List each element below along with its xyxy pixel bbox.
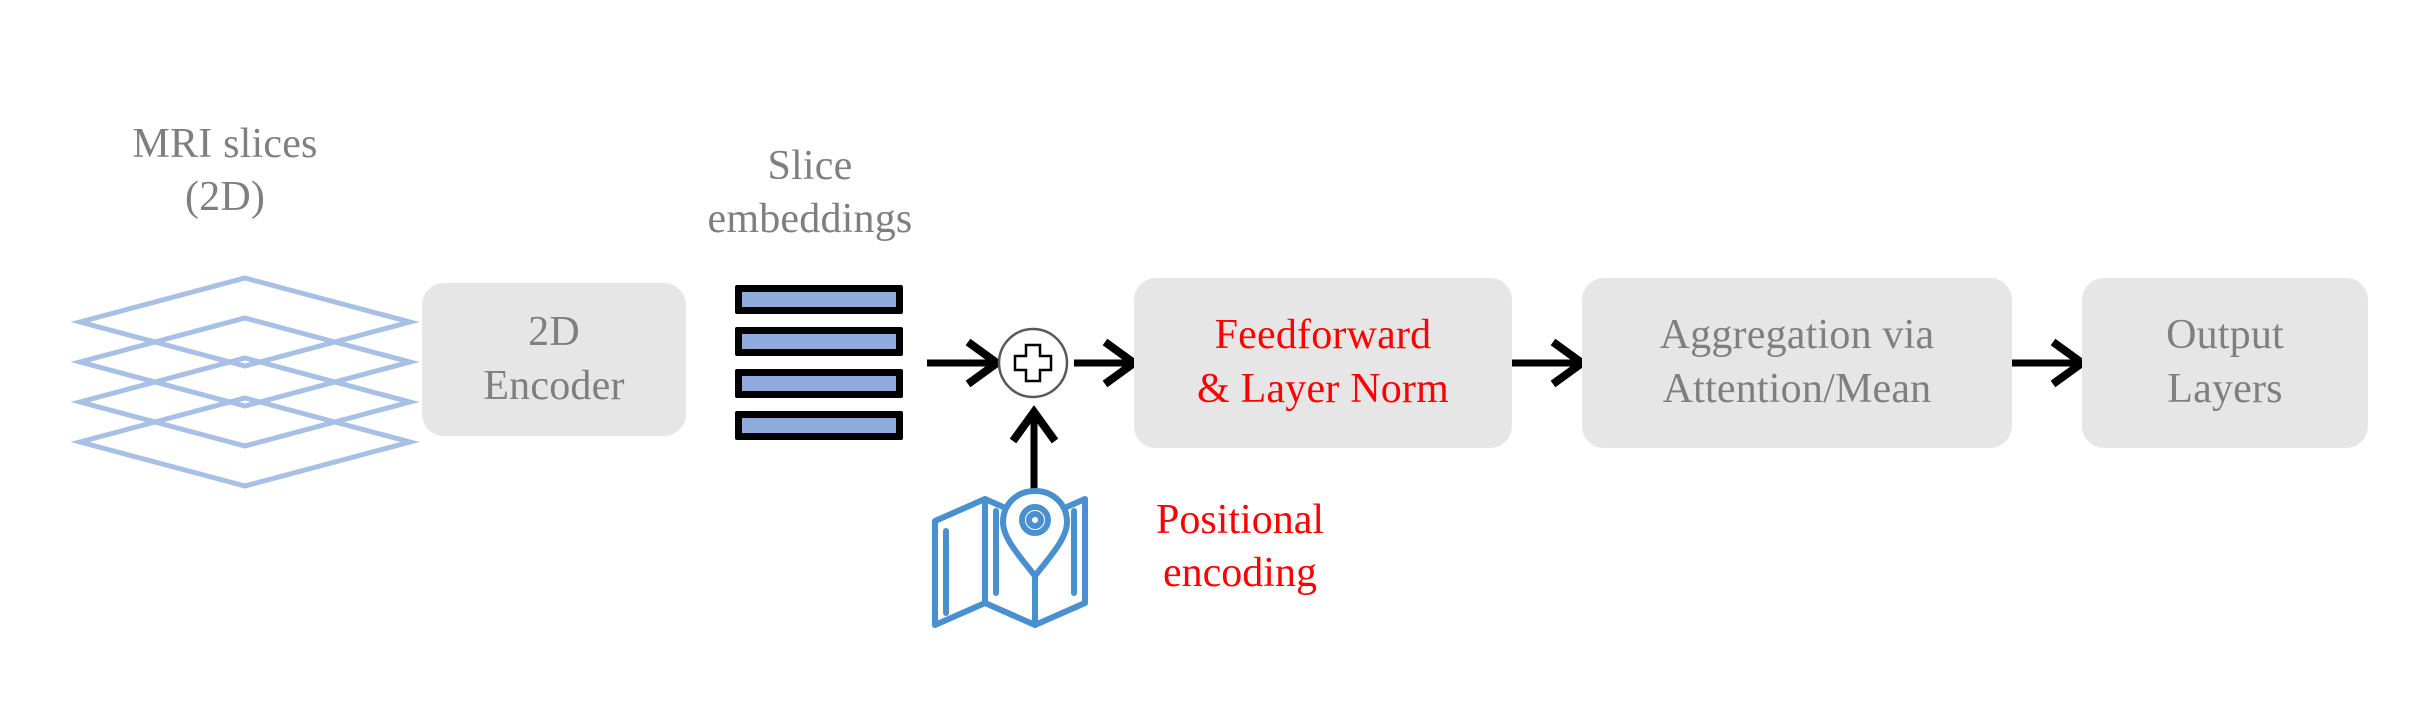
mri-slices-label: MRI slices (2D) [132, 121, 318, 220]
arrow-posenc-to-sum [1009, 405, 1059, 492]
embedding-bar [735, 285, 903, 314]
embedding-bar [735, 411, 903, 440]
positional-encoding-label: Positional encoding [1155, 497, 1325, 596]
embedding-bar [735, 327, 903, 356]
box-aggregation[interactable]: Aggregation via Attention/Mean [1582, 278, 2012, 448]
box-2d-encoder[interactable]: 2D Encoder [422, 283, 686, 436]
arrow-bars-to-sum [927, 338, 1004, 388]
plus-circle-icon [997, 327, 1069, 399]
embedding-bars-group [735, 285, 903, 440]
slice-embeddings-label: Slice embeddings [707, 143, 913, 242]
arrow-aggregation-to-output [2012, 338, 2089, 388]
map-pin-icon [932, 488, 1088, 628]
box-output-layers[interactable]: Output Layers [2082, 278, 2368, 448]
arrow-feedforward-to-aggregation [1512, 338, 1589, 388]
embedding-bar [735, 369, 903, 398]
box-feedforward-layer-norm[interactable]: Feedforward & Layer Norm [1134, 278, 1512, 448]
arrow-sum-to-feedforward [1074, 338, 1141, 388]
